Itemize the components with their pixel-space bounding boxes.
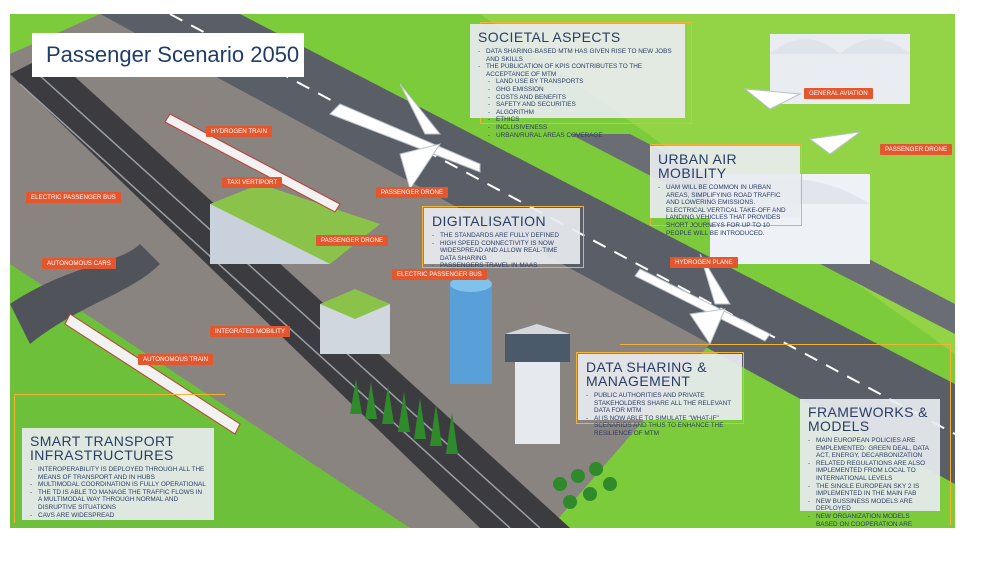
list-item: CAVS ARE WIDESPREAD xyxy=(30,512,206,520)
tag-electric-bus-1: ELECTRIC PASSENGER BUS xyxy=(26,192,121,203)
tag-autonomous-train: AUTONOMOUS TRAIN xyxy=(138,354,214,365)
train xyxy=(64,113,341,435)
list-item: THE TD IS ABLE TO MANAGE THE TRAFFIC FLO… xyxy=(30,489,206,512)
tag-general-aviation: GENERAL AVIATION xyxy=(804,88,873,99)
list-item: URBAN/RURAL AREAS COVERAGE xyxy=(478,132,677,140)
panel-heading: SOCIETAL ASPECTS xyxy=(478,29,621,45)
frameworks-panel: FRAMEWORKS & MODELS MAIN EUROPEAN POLICI… xyxy=(800,399,940,528)
list-item: PUBLIC AUTHORITIES AND PRIVATE STAKEHOLD… xyxy=(586,392,734,415)
aircraft xyxy=(329,83,861,346)
panel-heading: DIGITALISATION xyxy=(432,213,546,229)
tag-integrated-mobility: INTEGRATED MOBILITY xyxy=(210,326,291,337)
list-item: UAM WILL BE COMMON IN URBAN AREAS, SIMPL… xyxy=(658,184,792,237)
tag-passenger-drone-3: PASSENGER DRONE xyxy=(880,144,953,155)
tag-electric-bus-2: ELECTRIC PASSENGER BUS xyxy=(392,269,487,280)
list-item: LAND USE BY TRANSPORTS xyxy=(478,78,677,86)
list-item: NEW BUSSINESS MODELS ARE DEPLOYED xyxy=(808,498,932,513)
list-item: INCLUSIVENESS xyxy=(478,124,677,132)
list-item: GHG EMISSION xyxy=(478,86,677,94)
tag-taxi-vertiport: TAXI VERTIPORT xyxy=(222,177,283,188)
smart-transport-panel: SMART TRANSPORT INFRASTRUCTURES INTEROPE… xyxy=(22,428,214,520)
list-item: COSTS AND BENEFITS xyxy=(478,94,677,102)
list-item: THE SINGLE EUROPEAN SKY 2 IS IMPLEMENTED… xyxy=(808,483,932,498)
page-title: Passenger Scenario 2050 xyxy=(32,33,304,77)
data-sharing-panel: DATA SHARING & MANAGEMENT PUBLIC AUTHORI… xyxy=(578,354,742,437)
list-item: INTEROPERABILITY IS DEPLOYED THROUGH ALL… xyxy=(30,466,206,481)
tag-passenger-drone-1: PASSENGER DRONE xyxy=(376,187,449,198)
digitalisation-panel: DIGITALISATION THE STANDARDS ARE FULLY D… xyxy=(424,208,580,277)
tag-hydrogen-plane: HYDROGEN PLANE xyxy=(670,257,738,268)
railway xyxy=(10,54,570,528)
list-item: RELATED REGULATIONS ARE ALSO IMPLEMENTED… xyxy=(808,460,932,483)
title-text: Passenger Scenario 2050 xyxy=(46,42,300,67)
list-item: THE PUBLICATION OF KPIs CONTRIBUTES TO T… xyxy=(478,63,677,78)
list-item: ALGORITHM xyxy=(478,109,677,117)
tag-hydrogen-train: HYDROGEN TRAIN xyxy=(206,126,272,137)
list-item: ETHICS xyxy=(478,116,677,124)
list-item: MULTIMODAL COORDINATION IS FULLY OPERATI… xyxy=(30,481,206,489)
tag-passenger-drone-2: PASSENGER DRONE xyxy=(316,235,389,246)
list-item: DATA SHARING-BASED MTM HAS GIVEN RISE TO… xyxy=(478,48,677,63)
list-item: HIGH SPEED CONNECTIVITY IS NOW WIDESPREA… xyxy=(432,240,572,263)
panel-heading: SMART TRANSPORT INFRASTRUCTURES xyxy=(30,433,174,463)
societal-aspects-panel: SOCIETAL ASPECTS DATA SHARING-BASED MTM … xyxy=(470,24,685,139)
list-item: THE STANDARDS ARE FULLY DEFINED xyxy=(432,232,572,240)
list-item: AI IS NOW ABLE TO SIMULATE "WHAT-IF" SCE… xyxy=(586,415,734,438)
panel-heading: DATA SHARING & MANAGEMENT xyxy=(586,359,707,389)
panel-heading: FRAMEWORKS & MODELS xyxy=(808,404,928,434)
list-item: NEW ORGANIZATION MODELS BASED ON COOPERA… xyxy=(808,513,932,528)
urban-air-mobility-panel: URBAN AIR MOBILITY UAM WILL BE COMMON IN… xyxy=(650,146,800,237)
trees xyxy=(350,379,617,509)
scenario-illustration: Passenger Scenario 2050 SOCIETAL ASPECTS… xyxy=(10,14,955,528)
road xyxy=(10,244,160,344)
tag-autonomous-cars: AUTONOMOUS CARS xyxy=(42,258,116,269)
list-item: MAIN EUROPEAN POLICIES ARE EMPLEMENTED: … xyxy=(808,437,932,460)
panel-heading: URBAN AIR MOBILITY xyxy=(658,151,738,181)
list-item: SAFETY AND SECURITIES xyxy=(478,101,677,109)
